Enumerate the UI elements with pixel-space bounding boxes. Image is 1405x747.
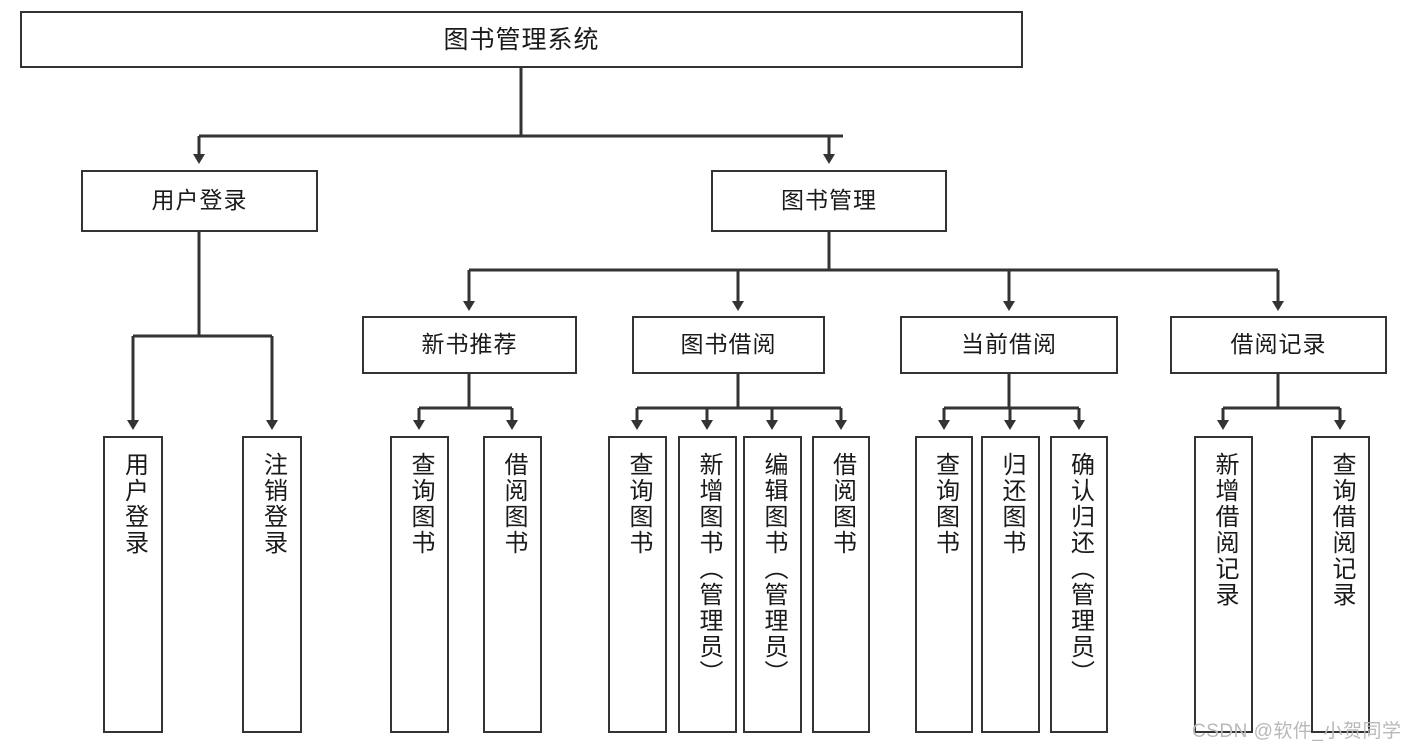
node-label: 查询图书 bbox=[406, 452, 434, 556]
csdn-watermark: CSDN @软件_小贺同学 bbox=[1192, 721, 1402, 742]
node-label: 查询借阅记录 bbox=[1327, 452, 1355, 608]
node-user-login[interactable]: 用户登录 bbox=[81, 170, 318, 232]
leaf-user-logout[interactable]: 注销登录 bbox=[242, 436, 302, 733]
leaf-return-book[interactable]: 归还图书 bbox=[981, 436, 1040, 733]
node-root-system[interactable]: 图书管理系统 bbox=[20, 11, 1023, 68]
node-label: 查询图书 bbox=[624, 452, 652, 556]
leaf-add-borrow-record[interactable]: 新增借阅记录 bbox=[1194, 436, 1253, 733]
leaf-borrow-book-recommend[interactable]: 借阅图书 bbox=[483, 436, 542, 733]
node-label: 新增借阅记录 bbox=[1210, 452, 1238, 608]
node-label: 借阅图书 bbox=[499, 452, 527, 556]
node-borrow-record[interactable]: 借阅记录 bbox=[1170, 316, 1387, 374]
leaf-query-book-borrow[interactable]: 查询图书 bbox=[608, 436, 667, 733]
node-label: 借阅图书 bbox=[828, 452, 856, 556]
leaf-borrow-book[interactable]: 借阅图书 bbox=[812, 436, 870, 733]
node-label: 注销登录 bbox=[259, 452, 287, 556]
leaf-confirm-return-admin[interactable]: 确认归还（管理员） bbox=[1050, 436, 1108, 733]
node-label: 用户登录 bbox=[120, 452, 148, 556]
node-label: 图书管理系统 bbox=[443, 25, 600, 54]
node-label: 编辑图书（管理员） bbox=[759, 452, 787, 686]
node-current-borrow[interactable]: 当前借阅 bbox=[900, 316, 1118, 374]
leaf-query-book-recommend[interactable]: 查询图书 bbox=[390, 436, 449, 733]
node-label: 当前借阅 bbox=[961, 331, 1057, 358]
node-new-book-recommend[interactable]: 新书推荐 bbox=[362, 316, 577, 374]
node-label: 图书管理 bbox=[781, 187, 877, 214]
node-label: 新增图书（管理员） bbox=[694, 452, 722, 686]
node-label: 图书借阅 bbox=[680, 331, 777, 358]
node-label: 用户登录 bbox=[151, 187, 248, 214]
leaf-query-borrow-record[interactable]: 查询借阅记录 bbox=[1311, 436, 1370, 733]
node-label: 归还图书 bbox=[997, 452, 1025, 556]
leaf-query-book-current[interactable]: 查询图书 bbox=[915, 436, 973, 733]
leaf-add-book-admin[interactable]: 新增图书（管理员） bbox=[678, 436, 737, 733]
node-book-borrow[interactable]: 图书借阅 bbox=[632, 316, 825, 374]
node-label: 确认归还（管理员） bbox=[1066, 452, 1094, 686]
node-label: 新书推荐 bbox=[421, 331, 518, 358]
node-book-manage[interactable]: 图书管理 bbox=[711, 170, 947, 232]
node-label: 查询图书 bbox=[931, 452, 959, 556]
node-label: 借阅记录 bbox=[1230, 331, 1327, 358]
leaf-user-login[interactable]: 用户登录 bbox=[103, 436, 163, 733]
leaf-edit-book-admin[interactable]: 编辑图书（管理员） bbox=[743, 436, 802, 733]
